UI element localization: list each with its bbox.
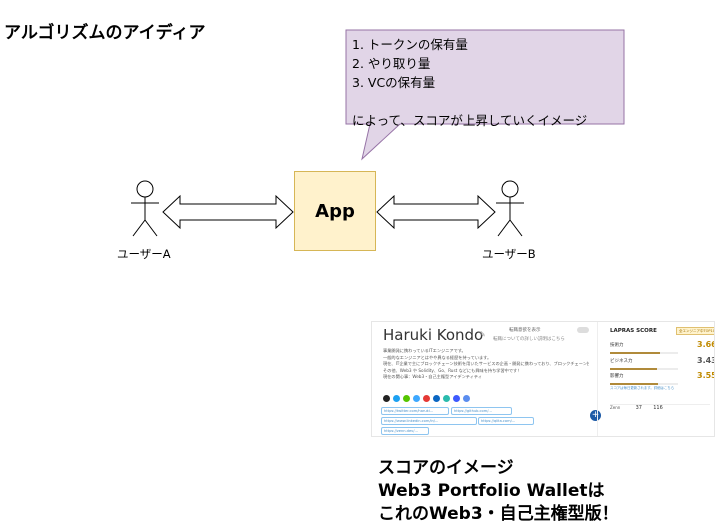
qiita-icon: [403, 395, 410, 402]
double-arrow-left: [162, 194, 294, 230]
user-a-label: ユーザーA: [117, 247, 171, 261]
footer-value-b: 116: [653, 405, 663, 411]
score-row-value: 3.55: [697, 371, 715, 380]
score-row-value: 3.66: [697, 340, 715, 349]
link-chip: https://zenn.dev/...: [381, 427, 429, 435]
bio-line: 事業開発に携わっているITエンジニアです。: [383, 348, 466, 353]
twitter-icon: [393, 395, 400, 402]
callout-line: 1. トークンの保有量: [352, 37, 468, 52]
score-row-label: 影響力: [610, 374, 624, 379]
callout-line: 3. VCの保有量: [352, 75, 436, 90]
bio-line: 現在、IT企業で主にブロックチェーン技術を用いたサービスの企画・開発に携わってお…: [383, 361, 589, 366]
score-row-label: ビジネス力: [610, 359, 633, 364]
note-icon: [443, 395, 450, 402]
score-footer: Zenn 37 116: [610, 404, 710, 416]
link-chip: https://www.linkedin.com/in/...: [381, 417, 477, 425]
bio-line: その他、Web3 や Solidity、Go、Rust などにも興味を持ち学習中…: [383, 367, 522, 373]
profile-bio: 事業開発に携わっているITエンジニアです。 一般的なエンジニアとはやや異なる経歴…: [383, 348, 589, 381]
page-title: アルゴリズムのアイディア: [4, 23, 206, 43]
callout-text: 1. トークンの保有量 2. やり取り量 3. VCの保有量 によって、スコアが…: [352, 35, 587, 130]
app-label: App: [315, 200, 355, 222]
toggle-label: 転職意欲を表示: [509, 328, 541, 333]
profile-section: Haruki Kondo ✎ 転職意欲を表示 転職についての詳しい説明はこちら …: [372, 322, 601, 436]
score-title: LAPRAS SCORE: [610, 328, 657, 334]
score-bar-fill: [610, 383, 659, 385]
caption-line: スコアのイメージ: [378, 458, 514, 478]
score-bar-fill: [610, 352, 660, 354]
profile-name: Haruki Kondo: [383, 326, 484, 344]
user-b-label: ユーザーB: [482, 247, 536, 261]
speakerdeck-icon: [423, 395, 430, 402]
score-bar: [610, 383, 678, 385]
score-section: LAPRAS SCORE 全エンジニア中TOP10% 技術力 3.66 ビジネス…: [604, 322, 715, 436]
add-icon: +: [590, 410, 601, 421]
score-note: スコアは毎日更新されます。詳細はこちら: [610, 386, 675, 390]
user-a-figure: [131, 180, 159, 237]
callout-line: [352, 92, 587, 111]
score-bar-fill: [610, 368, 657, 370]
footer-label: Zenn: [610, 405, 621, 410]
callout-line: によって、スコアが上昇していくイメージ: [352, 113, 588, 128]
score-bar: [610, 352, 678, 354]
bio-line: 一般的なエンジニアとはやや異なる経歴を持っています。: [383, 354, 492, 360]
user-b-figure: [496, 180, 524, 237]
blog-icon: [453, 395, 460, 402]
score-row-label: 技術力: [610, 343, 624, 348]
score-profile-card: Haruki Kondo ✎ 転職意欲を表示 転職についての詳しい説明はこちら …: [371, 321, 715, 437]
toggle-subtext: 転職についての詳しい説明はこちら: [493, 337, 565, 342]
github-icon: [383, 395, 390, 402]
card-divider: [597, 322, 598, 436]
score-badge: 全エンジニア中TOP10%: [676, 327, 714, 335]
link-icon: [463, 395, 470, 402]
link-chip: https://qiita.com/...: [478, 417, 534, 425]
footer-value-a: 37: [635, 405, 642, 411]
social-icons: [383, 395, 470, 402]
callout-line: 2. やり取り量: [352, 56, 431, 71]
link-chip: https://github.com/...: [451, 407, 512, 415]
linkedin-icon: [433, 395, 440, 402]
score-bar: [610, 368, 678, 370]
link-chip: https://twitter.com/haruki...: [381, 407, 449, 415]
toggle-switch: [577, 327, 589, 333]
caption-line: これのWeb3・自己主権型版！: [378, 504, 619, 524]
caption: スコアのイメージ Web3 Portfolio Walletは これのWeb3・…: [378, 457, 619, 526]
double-arrow-right: [376, 194, 496, 230]
callout-bubble: [345, 29, 625, 161]
zenn-icon: [413, 395, 420, 402]
app-node: App: [294, 171, 376, 251]
pencil-icon: ✎: [479, 330, 486, 339]
bio-line: 現在の関心事：Web3・自己主権型アイデンティティ: [383, 374, 483, 379]
caption-line: Web3 Portfolio Walletは: [378, 481, 605, 501]
score-row-value: 3.43: [697, 356, 715, 365]
